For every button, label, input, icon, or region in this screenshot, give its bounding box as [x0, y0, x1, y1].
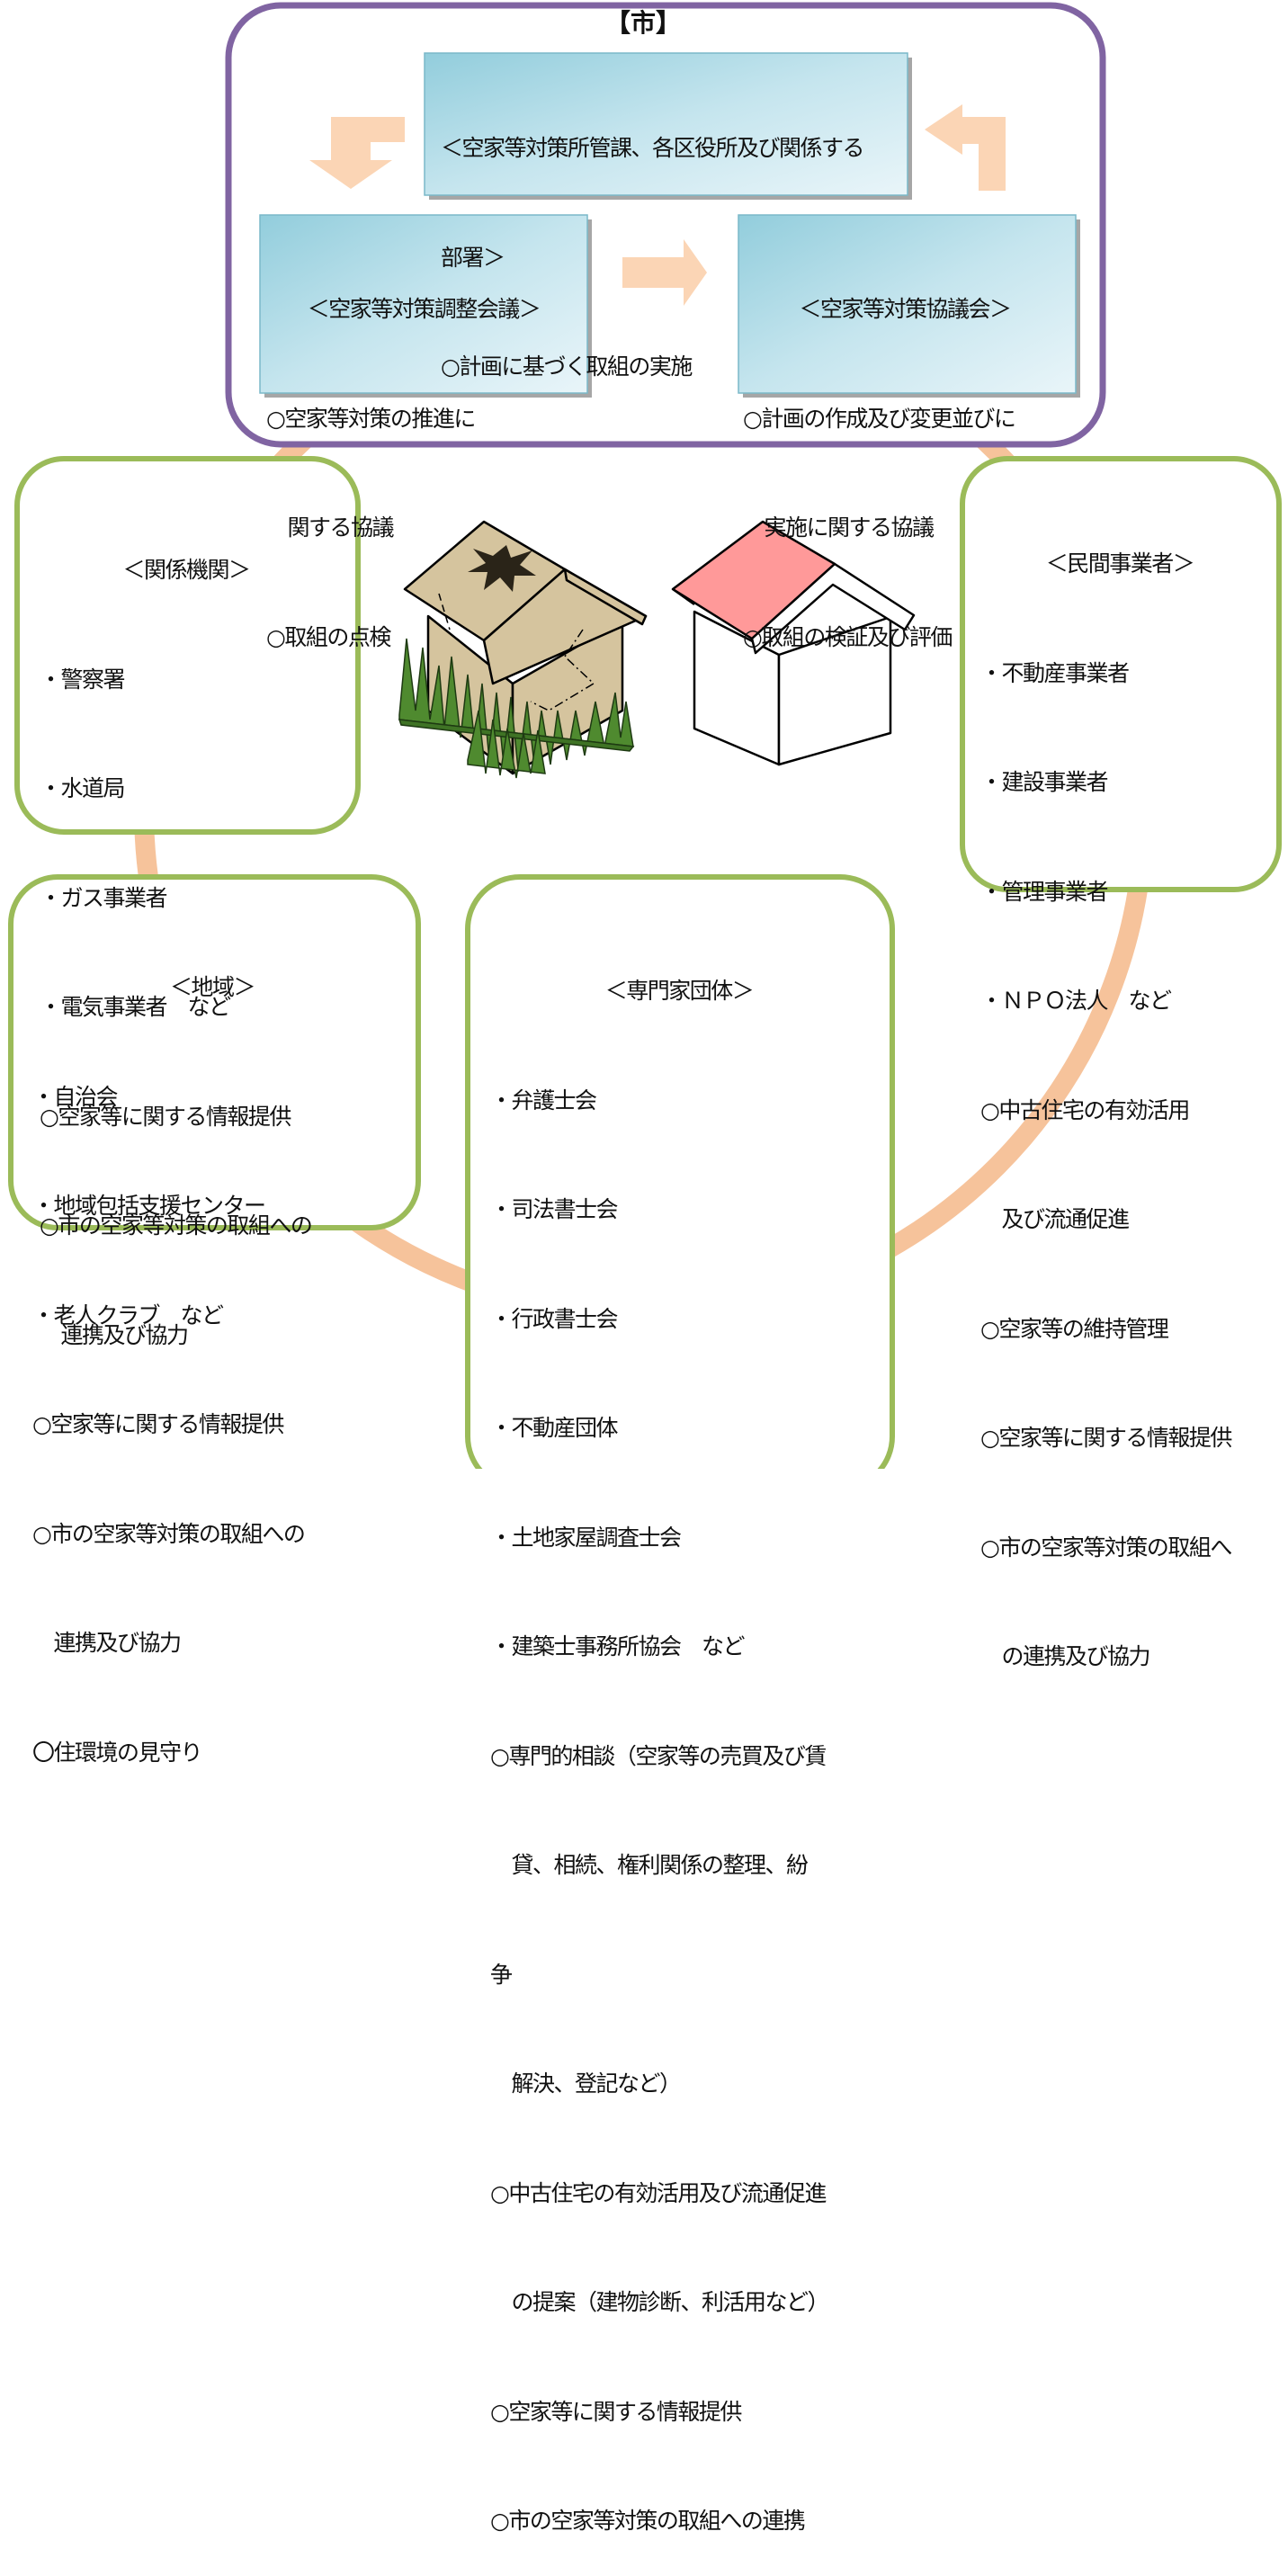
- agencies-item: ・ガス事業者: [40, 884, 168, 911]
- experts-item: ・土地家屋調査士会: [490, 1524, 682, 1551]
- dept-heading-cont: 部署＞: [441, 244, 505, 271]
- council-item: 実施に関する協議: [743, 514, 935, 541]
- agencies-text: ＜関係機関＞ ・警察署 ・水道局 ・ガス事業者 ・電気事業者 など ○空家等に関…: [40, 479, 333, 1391]
- council-box: [738, 214, 1077, 394]
- community-item: ○市の空家等対策の取組への: [32, 1520, 306, 1547]
- private-item: ・管理事業者: [980, 878, 1109, 905]
- private-item: ・建設事業者: [980, 769, 1109, 795]
- experts-item: ○中古住宅の有効活用及び流通促進: [490, 2179, 827, 2206]
- private-item: 及び流通促進: [980, 1206, 1131, 1232]
- experts-item: 貸、相続、権利関係の整理、紛: [490, 1852, 809, 1878]
- experts-item: ○市の空家等対策の取組への連携: [490, 2508, 806, 2534]
- arrow-up-left-icon: [925, 104, 1006, 191]
- private-item: ・不動産事業者: [980, 659, 1130, 686]
- experts-item: 解決、登記など）: [490, 2071, 683, 2097]
- dept-item: ○計画に基づく取組の実施: [441, 353, 693, 380]
- community-item: 〇住環境の見守り: [32, 1739, 203, 1766]
- coordination-box: [259, 214, 588, 394]
- dept-heading: ＜空家等対策所管課、各区役所及び関係する: [441, 135, 865, 161]
- arrow-down-left-icon: [309, 117, 405, 189]
- community-item: ○空家等に関する情報提供: [32, 1411, 284, 1437]
- experts-item: ・弁護士会: [490, 1087, 597, 1114]
- council-heading: ＜空家等対策協議会＞: [799, 296, 1012, 322]
- agencies-item: ○市の空家等対策の取組への: [40, 1212, 313, 1239]
- community-heading: ＜地域＞: [169, 974, 256, 1000]
- community-item: 連携及び協力: [32, 1630, 183, 1656]
- repaired-house-icon: [671, 520, 916, 766]
- dept-box: [424, 52, 908, 196]
- private-item: ・ＮＰＯ法人 など: [980, 988, 1172, 1014]
- experts-item: 争: [490, 1961, 513, 1988]
- agencies-item: ・水道局: [40, 775, 126, 801]
- community-item: ・老人クラブ など: [32, 1301, 224, 1328]
- experts-item: ・建築士事務所協会 など: [490, 1633, 746, 1659]
- grass-icon: [398, 638, 635, 779]
- coordination-box-text: ＜空家等対策調整会議＞ ○空家等対策の推進に 関する協議 ○取組の点検: [266, 219, 581, 693]
- diagram-graphics: [8, 2, 1282, 1469]
- dept-box-text: ＜空家等対策所管課、各区役所及び関係する 部署＞ ○計画に基づく取組の実施: [441, 58, 865, 422]
- experts-heading: ＜専門家団体＞: [604, 978, 755, 1004]
- arrow-right-icon: [622, 239, 707, 306]
- city-title: 【市】: [604, 8, 681, 38]
- council-item: ○計画の作成及び変更並びに: [743, 405, 1016, 432]
- agencies-item: ・電気事業者 など: [40, 994, 231, 1020]
- coordination-item: ○取組の点検: [266, 623, 391, 650]
- agencies-item: 連携及び協力: [40, 1321, 190, 1348]
- agencies-item: ・警察署: [40, 666, 126, 693]
- experts-item: ・司法書士会: [490, 1196, 619, 1222]
- experts-text: ＜専門家団体＞ ・弁護士会 ・司法書士会 ・行政書士会 ・不動産団体 ・土地家屋…: [490, 900, 868, 2576]
- private-item: の連携及び協力: [980, 1643, 1151, 1669]
- private-item: ○市の空家等対策の取組へ: [980, 1534, 1232, 1561]
- experts-item: ○専門的相談（空家等の売買及び賃: [490, 1742, 827, 1769]
- private-frame: [960, 456, 1282, 892]
- agencies-item: ○空家等に関する情報提供: [40, 1103, 291, 1130]
- council-box-text: ＜空家等対策協議会＞ ○計画の作成及び変更並びに 実施に関する協議 ○取組の検証…: [743, 219, 1067, 693]
- coordination-item: 関する協議: [266, 514, 395, 541]
- community-item: ・地域包括支援センター: [32, 1193, 266, 1219]
- experts-item: ・不動産団体: [490, 1415, 619, 1441]
- private-item: ○空家等に関する情報提供: [980, 1425, 1232, 1451]
- private-item: ○中古住宅の有効活用: [980, 1096, 1190, 1123]
- experts-frame: [465, 874, 895, 1469]
- community-frame: [8, 874, 421, 1230]
- council-item: ○取組の検証及び評価: [743, 623, 953, 650]
- coordination-item: ○空家等対策の推進に: [266, 405, 476, 432]
- experts-item: ○空家等に関する情報提供: [490, 2398, 742, 2425]
- community-item: ・自治会: [32, 1083, 119, 1110]
- agencies-heading: ＜関係機関＞: [122, 557, 251, 583]
- coordination-heading: ＜空家等対策調整会議＞: [307, 296, 541, 322]
- experts-item: ・行政書士会: [490, 1305, 619, 1332]
- experts-item: の提案（建物診断、利活用など）: [490, 2289, 830, 2315]
- private-item: ○空家等の維持管理: [980, 1315, 1169, 1342]
- agencies-frame: [14, 456, 361, 835]
- community-text: ＜地域＞ ・自治会 ・地域包括支援センター ・老人クラブ など ○空家等に関する…: [32, 897, 392, 1808]
- private-text: ＜民間事業者＞ ・不動産事業者 ・建設事業者 ・管理事業者 ・ＮＰＯ法人 など …: [980, 473, 1259, 1712]
- private-heading: ＜民間事業者＞: [1045, 550, 1195, 577]
